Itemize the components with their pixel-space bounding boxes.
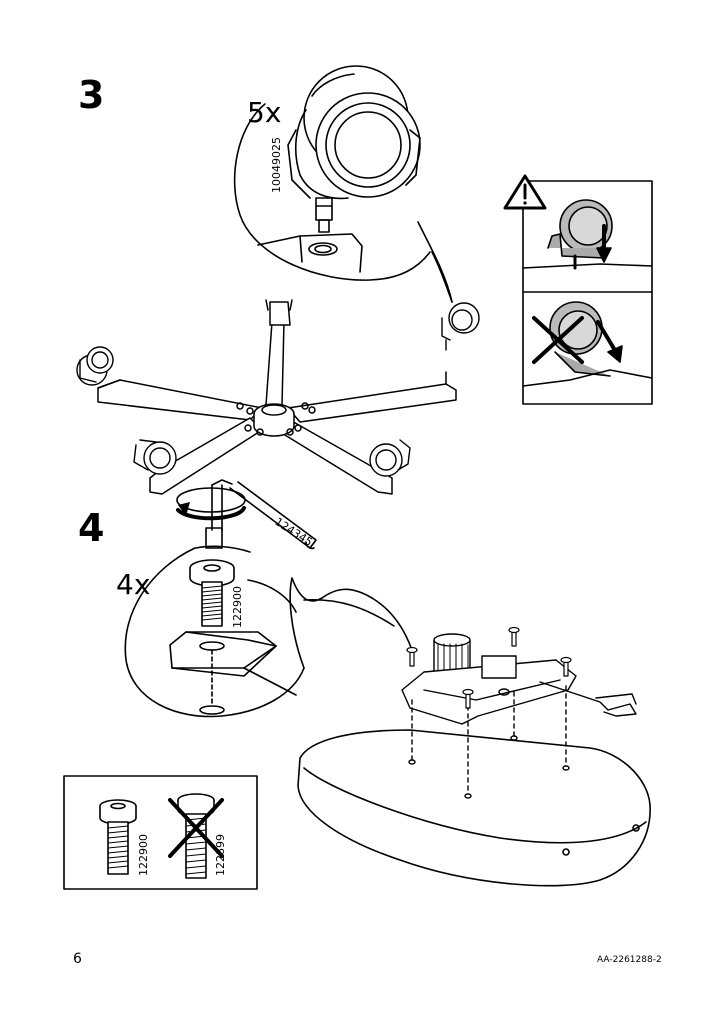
caster-detail-callout (233, 103, 453, 303)
correct-screw-icon (99, 799, 137, 875)
step-3-number: 3 (78, 73, 105, 117)
wrong-screw-icon (168, 793, 224, 879)
seat-mechanism (401, 633, 637, 799)
step-4-quantity: 4x (116, 568, 151, 601)
screw-detail-callout (124, 545, 413, 718)
warning-icon (503, 174, 547, 210)
base-casters (76, 302, 480, 477)
chair-seat (297, 729, 651, 887)
page-number: 6 (73, 951, 82, 967)
step-4-number: 4 (78, 506, 105, 550)
allen-key-icon (176, 479, 317, 550)
caster-wheel-detail (287, 65, 421, 233)
warning-panel (522, 180, 653, 405)
screw-122900-detail (189, 559, 235, 627)
document-code: AA-2261288-2 (597, 955, 662, 965)
screw-comparison-box (63, 775, 258, 890)
screws-above-mechanism (406, 626, 572, 709)
step-3-quantity: 5x (247, 96, 282, 129)
